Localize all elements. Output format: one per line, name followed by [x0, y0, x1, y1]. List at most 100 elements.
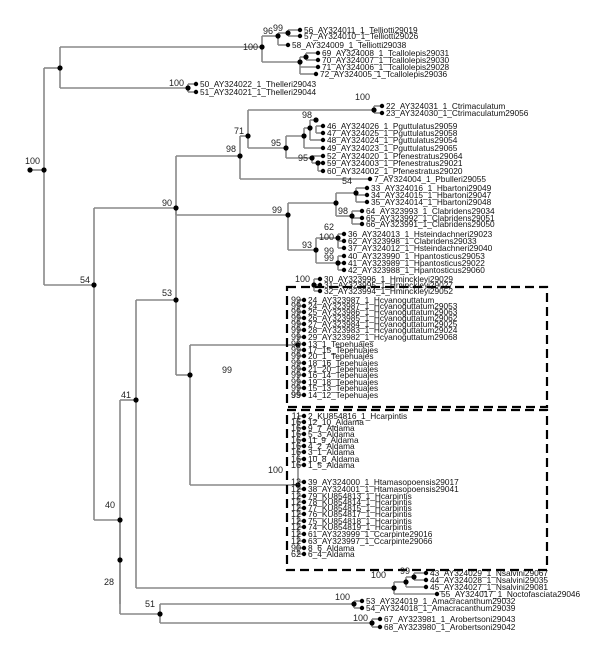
leaf-label: 10_8_Aldama — [308, 454, 360, 464]
support-value: 16 — [291, 460, 301, 470]
leaf-label: 70_AY324007_1_Tcallolepis29030 — [322, 55, 450, 65]
node — [295, 342, 301, 348]
node — [133, 397, 139, 403]
leaf-tip-dot — [377, 616, 383, 622]
support-value: 54 — [80, 275, 90, 285]
node — [173, 205, 179, 211]
support-value: 12 — [291, 491, 301, 501]
leaf-tip-dot — [301, 297, 307, 303]
leaf-tip-dot — [301, 379, 307, 385]
leaf-tip-dot — [285, 42, 291, 48]
leaf-tip-dot — [301, 462, 307, 468]
leaf-tip-dot — [423, 584, 429, 590]
leaf-label: 57_AY324010_1_Telliotti29026 — [304, 31, 419, 41]
leaf-label: 9_7_Aldama — [308, 423, 355, 433]
leaf-tip-dot — [301, 551, 307, 557]
support-value: 16 — [291, 447, 301, 457]
support-value: 51 — [145, 599, 155, 609]
support-value: 100 — [335, 592, 350, 602]
leaf-tip-dot — [341, 231, 347, 237]
support-value: 12 — [291, 536, 301, 546]
leaf-tip-dot — [301, 309, 307, 315]
support-value: 99 — [291, 364, 301, 374]
leaf-tip-dot — [301, 321, 307, 327]
leaf-label: 5_3_Aldama — [308, 429, 355, 439]
leaf-tip-dot — [317, 282, 323, 288]
support-value: 100 — [169, 78, 184, 88]
leaf-tip-dot — [341, 245, 347, 251]
node — [313, 117, 319, 123]
support-value: 53 — [162, 288, 172, 298]
support-value: 100 — [243, 42, 258, 52]
support-value: 99 — [291, 377, 301, 387]
leaf-label: 60_AY324002_1_Pfenestratus29020 — [327, 166, 463, 176]
node — [313, 247, 319, 253]
leaf-tip-dot — [379, 103, 385, 109]
leaf-label: 8_6_Aldama — [308, 543, 355, 553]
node — [311, 282, 317, 288]
leaf-label: 55_AY324017_1_Noctofasciata29046 — [441, 589, 581, 599]
leaf-label: 23_AY324030_1_Ctrimaculatum29056 — [386, 108, 529, 118]
support-value: 99 — [291, 383, 301, 393]
node — [237, 153, 243, 159]
leaf-label: 44_AY324028_1_Nsalvini29035 — [430, 575, 548, 585]
leaf-label: 4_2_Aldama — [308, 441, 355, 451]
leaf-label: 58_AY324009_1_Telliotti29038 — [292, 40, 407, 50]
support-value: 11 — [292, 411, 301, 421]
leaf-tip-dot — [301, 419, 307, 425]
leaf-label: 14_12_Tepehuajes — [308, 390, 378, 400]
leaf-tip-dot — [359, 221, 365, 227]
support-value: 99 — [291, 358, 301, 368]
support-value: 98 — [302, 110, 312, 120]
leaf-tip-dot — [301, 538, 307, 544]
node — [369, 620, 375, 626]
leaf-tip-dot — [377, 624, 383, 630]
support-value: 71 — [234, 126, 244, 136]
support-value: 100 — [25, 156, 40, 166]
leaf-tip-dot — [301, 431, 307, 437]
leaf-tip-dot — [320, 130, 326, 136]
leaf-tip-dot — [301, 479, 307, 485]
leaf-tip-dot — [301, 327, 307, 333]
leaf-label: 59_AY324003_1_Pfenestratus29021 — [327, 158, 463, 168]
node — [275, 33, 281, 39]
leaf-label: 42_AY323988_1_Hpantosticus29060 — [348, 265, 485, 275]
leaf-label: 40_AY323990_1_Hpantosticus29053 — [348, 251, 485, 261]
support-value: 99 — [291, 339, 301, 349]
leaf-tip-dot — [423, 570, 429, 576]
leaf-tip-dot — [301, 372, 307, 378]
node — [185, 85, 191, 91]
leaf-label: 38_AY324001_1_Htamasopoensis29041 — [308, 484, 459, 494]
support-value: 54 — [342, 176, 352, 186]
support-value: 12 — [291, 522, 301, 532]
leaf-tip-dot — [301, 303, 307, 309]
support-value: 12 — [291, 509, 301, 519]
leaf-tip-dot — [301, 334, 307, 340]
node — [283, 145, 289, 151]
leaf-tip-dot — [301, 437, 307, 443]
support-value: 62 — [324, 222, 334, 232]
leaf-label: 3_1_Aldama — [308, 447, 355, 457]
leaf-tip-dot — [301, 353, 307, 359]
leaf-tip-dot — [315, 57, 321, 63]
node — [403, 579, 409, 585]
node — [297, 59, 303, 65]
leaf-label: 64_AY323993_1_Clabridens29034 — [366, 206, 495, 216]
node — [307, 125, 313, 131]
highlight-boxes — [285, 285, 549, 572]
leaf-label: 54_AY324018_1_Amacracanthum29039 — [366, 603, 516, 613]
leaf-tip-dot — [301, 366, 307, 372]
leaf-label: 52_AY324020_1_Pfenestratus29064 — [327, 151, 463, 161]
leaf-tip-dot — [301, 505, 307, 511]
node — [187, 372, 193, 378]
support-value: 99 — [272, 205, 282, 215]
support-value: 12 — [291, 497, 301, 507]
tree-nodes — [27, 27, 440, 630]
support-value: 16 — [291, 441, 301, 451]
leaf-tip-dot — [301, 392, 307, 398]
support-value: 40 — [105, 500, 115, 510]
leaf-label: 18_16_Tepehuajes — [308, 358, 378, 368]
leaf-label: 35_AY324014_1_Hbartoni29048 — [371, 197, 492, 207]
leaf-label: 46_AY324026_1_Pguttulatus29059 — [327, 121, 458, 131]
support-value: 99 — [400, 566, 410, 576]
